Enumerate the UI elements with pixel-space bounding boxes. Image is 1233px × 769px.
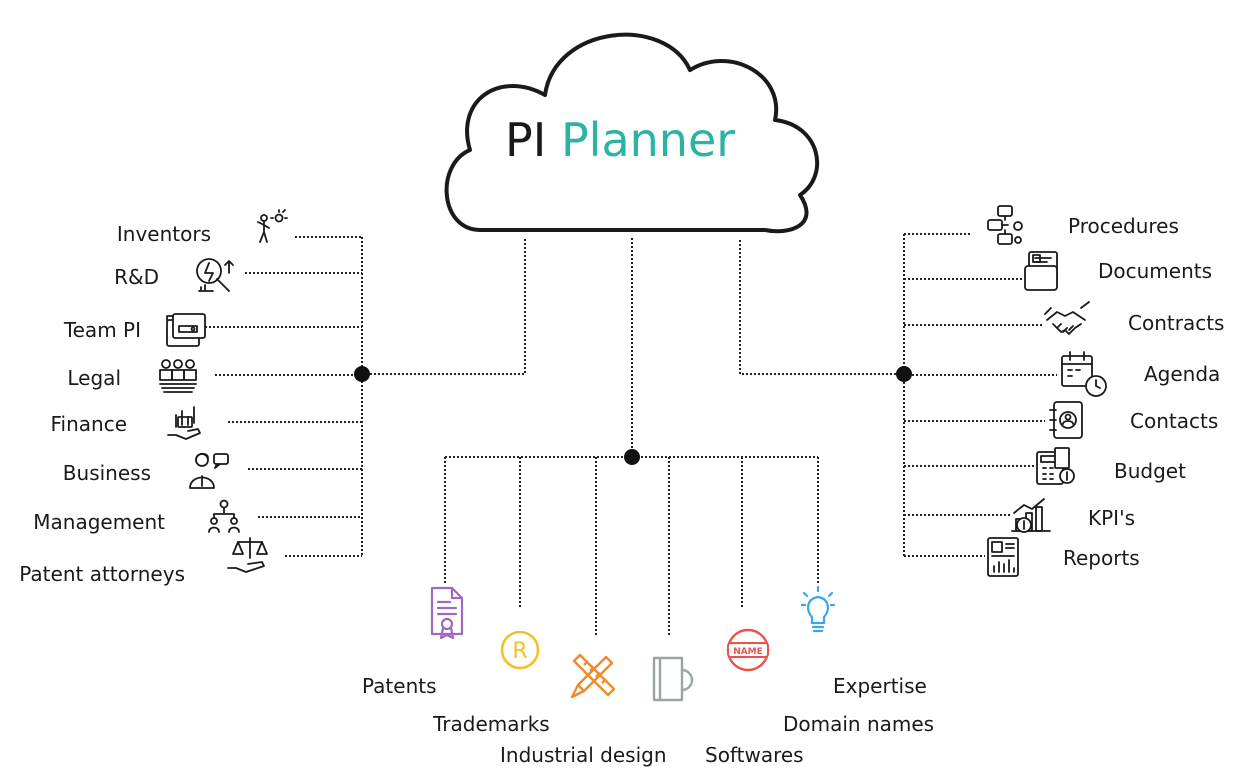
right-junction-dot <box>896 366 912 382</box>
right-label-agenda: Agenda <box>1144 362 1221 386</box>
people-group-icon <box>159 359 197 393</box>
kpi-chart-icon <box>1011 498 1051 533</box>
right-label-contacts: Contacts <box>1130 409 1219 433</box>
left-label-patent-attorneys: Patent attorneys <box>19 562 185 586</box>
calendar-clock-icon <box>1061 351 1107 397</box>
handshake-icon <box>1044 301 1090 335</box>
lightbulb-person-icon <box>257 209 288 243</box>
bottom-label-expertise: Expertise <box>833 674 927 698</box>
bottom-label-trademarks: Trademarks <box>433 712 550 736</box>
report-icon <box>987 537 1019 577</box>
folders-icon <box>166 313 206 347</box>
right-label-reports: Reports <box>1063 546 1140 570</box>
left-label-rnd: R&D <box>114 265 159 289</box>
left-label-legal: Legal <box>67 366 121 390</box>
right-bus-link <box>739 238 904 375</box>
right-label-contracts: Contracts <box>1128 311 1225 335</box>
registered-mark-icon: R <box>500 630 540 670</box>
right-label-budget: Budget <box>1114 459 1186 483</box>
lightbulb-icon <box>800 585 836 633</box>
address-book-icon <box>1049 401 1083 439</box>
bottom-label-domain-names: Domain names <box>783 712 935 736</box>
name-stamp-icon: NAME <box>726 628 770 672</box>
org-chart-icon <box>208 499 240 533</box>
scales-hand-icon <box>227 537 268 573</box>
businessperson-icon <box>189 452 229 489</box>
right-label-documents: Documents <box>1098 259 1213 283</box>
workflow-icon <box>987 205 1023 245</box>
document-folder-icon <box>1024 251 1058 291</box>
left-label-finance: Finance <box>50 412 127 436</box>
left-label-business: Business <box>62 461 151 485</box>
bottom-label-patents: Patents <box>362 674 437 698</box>
cloud-shape <box>444 32 820 234</box>
calculator-icon <box>1036 447 1075 485</box>
research-magnifier-icon <box>196 258 234 292</box>
hand-money-icon <box>167 406 201 440</box>
right-label-kpis: KPI's <box>1088 506 1135 530</box>
svg-text:NAME: NAME <box>733 647 763 657</box>
left-junction-dot <box>354 366 370 382</box>
left-label-management: Management <box>33 510 165 534</box>
bottom-label-softwares: Softwares <box>705 743 804 767</box>
svg-text:R: R <box>512 639 527 664</box>
page-title: PI Planner <box>505 113 736 167</box>
left-label-inventors: Inventors <box>116 222 211 246</box>
left-label-team-pi: Team PI <box>63 318 141 342</box>
bottom-label-industrial-design: Industrial design <box>500 743 667 767</box>
bottom-junction-dot <box>624 449 640 465</box>
pencil-ruler-icon <box>570 653 616 699</box>
certificate-icon <box>430 586 464 640</box>
left-bus-link <box>362 238 526 375</box>
right-label-procedures: Procedures <box>1068 214 1179 238</box>
software-icon <box>652 656 694 702</box>
